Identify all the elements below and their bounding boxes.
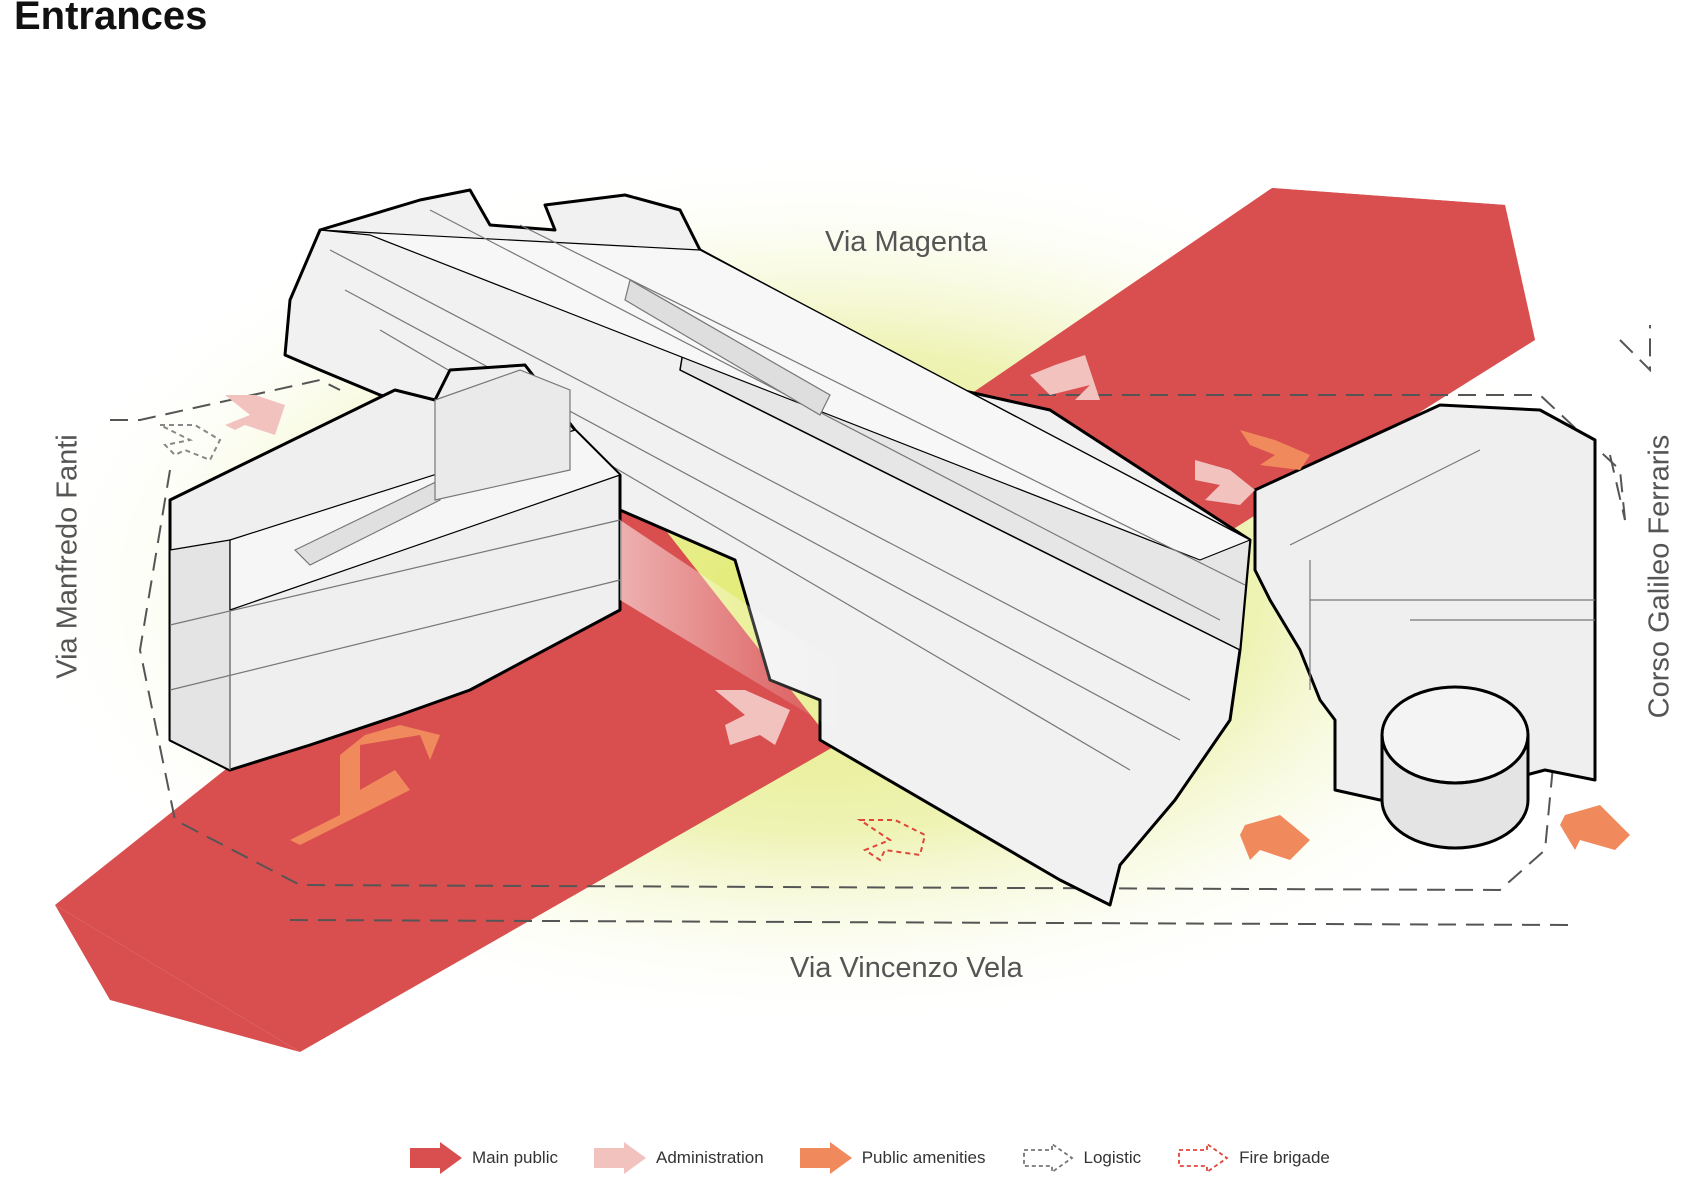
orange-arrow-icon (799, 1142, 852, 1174)
site-axonometric-diagram (20, 150, 1651, 1052)
street-label-south: Via Vincenzo Vela (790, 952, 1023, 984)
amenities-bent-arrow (290, 725, 440, 845)
page-title: Entrances (14, 0, 208, 38)
passage-band (620, 520, 835, 730)
east-building (1253, 403, 1597, 850)
legend-label: Public amenities (861, 1148, 986, 1167)
legend: Main public Administration Public amenit… (410, 1142, 1366, 1174)
street-label-west: Via Manfredo Fanti (51, 434, 84, 679)
street-label-east: Corso Galileo Ferraris (1643, 434, 1676, 719)
legend-label: Logistic (1083, 1148, 1142, 1167)
legend-label: Fire brigade (1239, 1148, 1330, 1167)
legend-item-fire-brigade: Fire brigade (1177, 1142, 1330, 1174)
west-wing-lines (169, 369, 621, 770)
dashed-grey-arrow-icon (1022, 1142, 1074, 1174)
legend-item-administration: Administration (594, 1142, 764, 1174)
dashed-red-arrow-icon (1178, 1142, 1229, 1174)
legend-label: Administration (656, 1148, 764, 1167)
administration-arrow-west (225, 395, 285, 435)
logistic-arrow (159, 424, 222, 462)
legend-label: Main public (472, 1148, 558, 1167)
light-arrow-icon (594, 1142, 646, 1174)
legend-item-public-amenities: Public amenities (799, 1142, 986, 1174)
amenities-arrow-north (1240, 430, 1310, 470)
fire-brigade-arrow (856, 819, 927, 862)
amenities-arrow-south-east (1240, 815, 1310, 860)
solid-arrow-icon (410, 1142, 462, 1174)
street-label-north: Via Magenta (825, 226, 988, 258)
east-building-lines (1289, 449, 1595, 690)
legend-item-logistic: Logistic (1022, 1142, 1142, 1174)
administration-arrow-south (715, 690, 790, 745)
legend-item-main-public: Main public (410, 1142, 558, 1174)
administration-arrow-east (1195, 460, 1255, 505)
entrance-arrows (159, 355, 1630, 862)
amenities-arrow-east (1560, 805, 1630, 850)
administration-arrow-north (1030, 355, 1100, 400)
